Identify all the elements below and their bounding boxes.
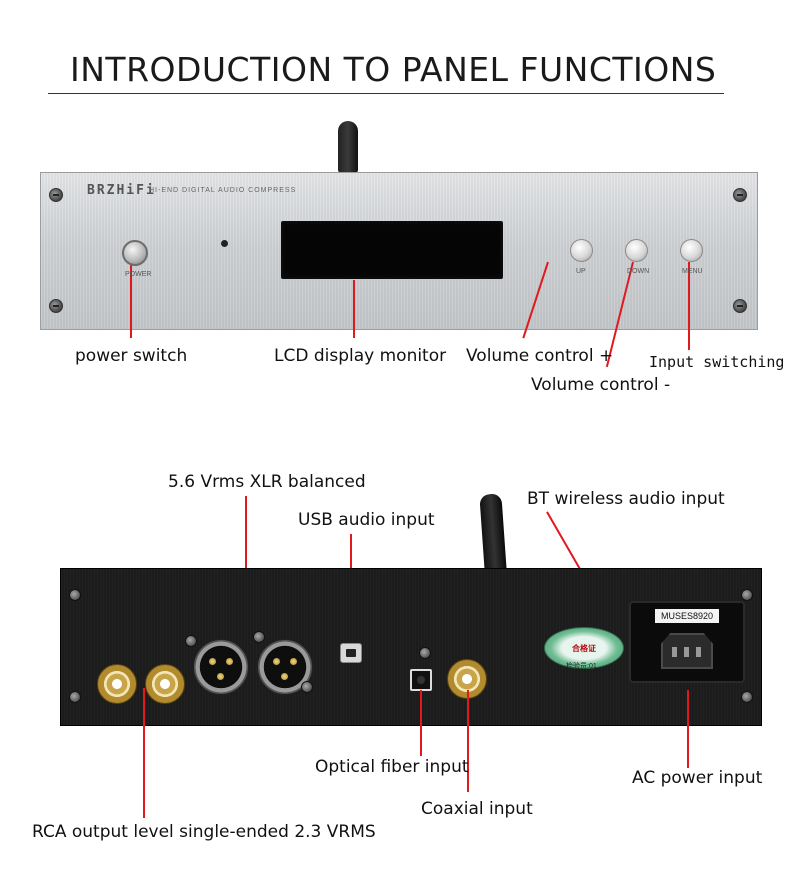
leader-line (353, 280, 355, 338)
screw-icon (419, 647, 431, 659)
xlr-pin (281, 673, 288, 680)
usb-port (340, 643, 362, 663)
callout-xlr: 5.6 Vrms XLR balanced (168, 472, 366, 492)
ac-pin (696, 647, 701, 657)
xlr-pin (217, 673, 224, 680)
menu-button[interactable] (680, 239, 703, 262)
leader-line (245, 496, 247, 632)
brand-subtitle: HI-END DIGITAL AUDIO COMPRESS (149, 187, 297, 194)
callout-coaxial: Coaxial input (421, 799, 533, 819)
front-panel: BRZHiFi HI-END DIGITAL AUDIO COMPRESS PO… (40, 172, 758, 330)
screw-icon (301, 681, 313, 693)
up-label: UP (576, 268, 586, 275)
down-button[interactable] (625, 239, 648, 262)
leader-line (420, 690, 422, 756)
power-button[interactable] (122, 240, 148, 266)
leader-line (130, 258, 132, 338)
callout-volume-down: Volume control - (531, 375, 671, 395)
xlr-connector-left (193, 639, 249, 695)
callout-volume-up: Volume control + (466, 346, 614, 366)
sticker-text: 合格证 (572, 644, 596, 653)
screw-icon (185, 635, 197, 647)
callout-input-switching: Input switching (649, 353, 785, 371)
screw-icon (49, 188, 63, 202)
ac-pin (672, 647, 677, 657)
xlr-pin (209, 658, 216, 665)
callout-power-switch: power switch (75, 346, 188, 366)
screw-icon (253, 631, 265, 643)
xlr-pin (290, 658, 297, 665)
rear-panel: 合格证 检验员:01 MUSES8920 (60, 568, 762, 726)
rca-jack-right (145, 664, 185, 704)
leader-line (467, 690, 469, 792)
xlr-pin (226, 658, 233, 665)
leader-line (688, 262, 690, 350)
page-title: INTRODUCTION TO PANEL FUNCTIONS (70, 50, 717, 89)
ac-power-inlet: MUSES8920 (629, 601, 745, 683)
xlr-pin (273, 658, 280, 665)
callout-rca: RCA output level single-ended 2.3 VRMS (32, 822, 376, 842)
callout-lcd: LCD display monitor (274, 346, 447, 366)
title-underline (48, 93, 724, 94)
leader-line (143, 688, 145, 818)
callout-usb: USB audio input (298, 510, 435, 530)
lcd-display (281, 221, 503, 279)
brand-logo: BRZHiFi (87, 183, 156, 198)
ac-tag: MUSES8920 (655, 609, 719, 623)
callout-ac: AC power input (632, 768, 763, 788)
sticker-sub: 检验员:01 (566, 663, 597, 670)
qc-sticker: 合格证 (544, 627, 624, 669)
optical-port (410, 669, 432, 691)
screw-icon (741, 589, 753, 601)
callout-optical: Optical fiber input (315, 757, 469, 777)
indicator-led (221, 240, 228, 247)
rca-jack-left (97, 664, 137, 704)
front-antenna (338, 121, 358, 173)
screw-icon (733, 299, 747, 313)
screw-icon (49, 299, 63, 313)
screw-icon (69, 691, 81, 703)
up-button[interactable] (570, 239, 593, 262)
ac-pin (684, 647, 689, 657)
leader-line (687, 690, 689, 768)
callout-bt: BT wireless audio input (527, 489, 725, 509)
screw-icon (741, 691, 753, 703)
menu-label: MENU (682, 268, 703, 275)
down-label: DOWN (627, 268, 650, 275)
power-label: POWER (125, 271, 152, 278)
screw-icon (733, 188, 747, 202)
screw-icon (69, 589, 81, 601)
